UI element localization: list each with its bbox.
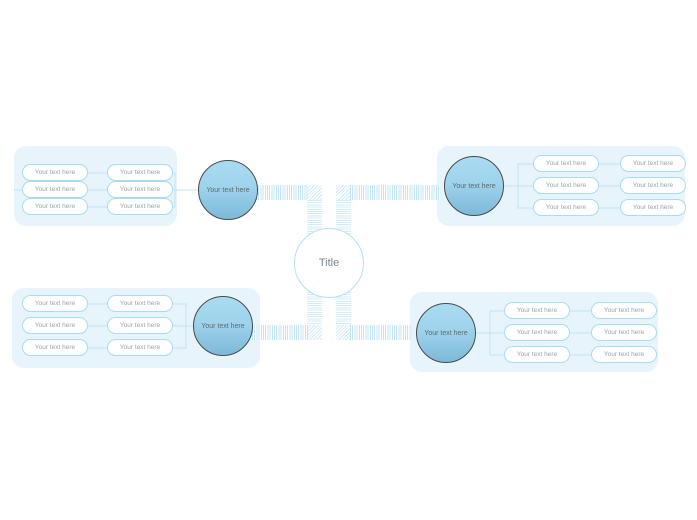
connector-band-bottom-left-corner xyxy=(307,325,322,340)
leaf-box-top-left-inner-2[interactable]: Your text here xyxy=(107,181,173,198)
connector-band-bottom-right-corner xyxy=(336,325,351,340)
leaf-box-bottom-right-inner-1[interactable]: Your text here xyxy=(504,302,570,319)
leaf-box-bottom-left-outer-2[interactable]: Your text here xyxy=(22,317,88,334)
connector-band-bottom-left-horizontal xyxy=(252,325,308,340)
connector-band-top-right-corner xyxy=(336,185,351,200)
branch-node-top-right[interactable]: Your text here xyxy=(444,156,504,216)
leaf-box-bottom-right-inner-2[interactable]: Your text here xyxy=(504,324,570,341)
leaf-box-top-right-inner-3[interactable]: Your text here xyxy=(533,199,599,216)
leaf-box-top-left-outer-2[interactable]: Your text here xyxy=(22,181,88,198)
branch-node-bottom-right[interactable]: Your text here xyxy=(416,303,476,363)
leaf-box-bottom-right-outer-3[interactable]: Your text here xyxy=(591,346,657,363)
branch-node-bottom-left[interactable]: Your text here xyxy=(193,296,253,356)
leaf-box-top-right-outer-2[interactable]: Your text here xyxy=(620,177,686,194)
leaf-box-bottom-left-outer-3[interactable]: Your text here xyxy=(22,339,88,356)
leaf-box-top-right-inner-1[interactable]: Your text here xyxy=(533,155,599,172)
leaf-box-bottom-left-inner-3[interactable]: Your text here xyxy=(107,339,173,356)
connector-band-top-right-vertical xyxy=(336,200,351,234)
connector-band-bottom-right-vertical xyxy=(336,292,351,326)
leaf-box-top-right-outer-1[interactable]: Your text here xyxy=(620,155,686,172)
leaf-box-bottom-right-outer-2[interactable]: Your text here xyxy=(591,324,657,341)
connector-band-bottom-left-vertical xyxy=(307,292,322,326)
center-title-node[interactable]: Title xyxy=(294,228,364,298)
leaf-box-bottom-right-inner-3[interactable]: Your text here xyxy=(504,346,570,363)
leaf-box-top-left-outer-3[interactable]: Your text here xyxy=(22,198,88,215)
branch-node-top-left[interactable]: Your text here xyxy=(198,160,258,220)
leaf-box-bottom-left-outer-1[interactable]: Your text here xyxy=(22,295,88,312)
leaf-box-top-left-outer-1[interactable]: Your text here xyxy=(22,164,88,181)
leaf-box-bottom-left-inner-2[interactable]: Your text here xyxy=(107,317,173,334)
connector-band-top-left-vertical xyxy=(307,200,322,234)
connector-band-top-left-corner xyxy=(307,185,322,200)
leaf-box-top-left-inner-1[interactable]: Your text here xyxy=(107,164,173,181)
leaf-box-bottom-left-inner-1[interactable]: Your text here xyxy=(107,295,173,312)
leaf-box-top-left-inner-3[interactable]: Your text here xyxy=(107,198,173,215)
connector-band-top-right-horizontal xyxy=(350,185,440,200)
leaf-box-top-right-inner-2[interactable]: Your text here xyxy=(533,177,599,194)
leaf-box-top-right-outer-3[interactable]: Your text here xyxy=(620,199,686,216)
leaf-box-bottom-right-outer-1[interactable]: Your text here xyxy=(591,302,657,319)
connector-band-top-left-horizontal xyxy=(256,185,308,200)
connector-band-bottom-right-horizontal xyxy=(350,325,412,340)
